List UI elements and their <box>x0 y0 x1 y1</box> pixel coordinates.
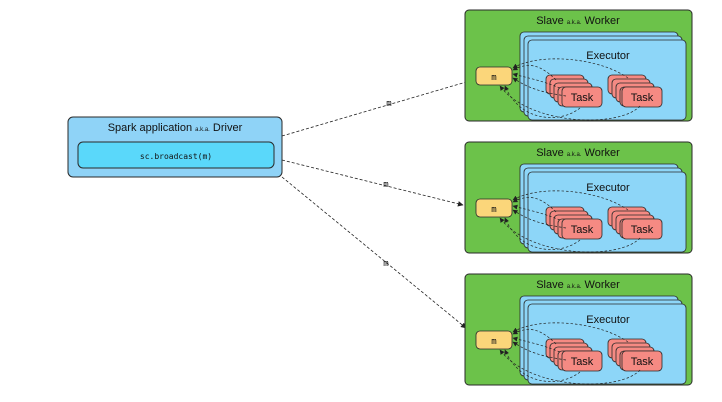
task-label: Task <box>631 224 654 236</box>
task-box <box>621 218 663 240</box>
edge-label-3: m <box>383 259 388 269</box>
edge-to-worker-1 <box>281 78 474 137</box>
worker-title: Slave a.k.a. Worker <box>536 279 620 291</box>
broadcast-var-box <box>475 66 513 86</box>
task-box <box>621 86 663 108</box>
task-box <box>621 350 663 372</box>
task-box <box>561 350 603 372</box>
worker-node: Slave a.k.a. Worker Executor Task Task m <box>464 9 693 122</box>
edge-labels: m m m <box>383 99 391 269</box>
task-label: Task <box>631 356 654 368</box>
task-label: Task <box>571 224 594 236</box>
task-label: Task <box>631 92 654 104</box>
worker-node: Slave a.k.a. Worker Executor Task Task m <box>464 141 693 254</box>
broadcast-var-box <box>475 198 513 218</box>
task-label: Task <box>571 356 594 368</box>
edge-label-2: m <box>383 180 388 190</box>
task-box <box>561 218 603 240</box>
worker-node: Slave a.k.a. Worker Executor Task Task m <box>464 273 693 386</box>
broadcast-var-box <box>475 330 513 350</box>
executor-label: Executor <box>586 314 630 326</box>
task-stack-2: Task <box>607 74 663 108</box>
executor-label: Executor <box>586 50 630 62</box>
edge-to-worker-2 <box>281 159 464 207</box>
edge-label-1: m <box>386 99 391 109</box>
executor-label: Executor <box>586 182 630 194</box>
broadcast-var-label: m <box>491 205 496 215</box>
task-to-var-links <box>499 322 641 385</box>
task-stack-2: Task <box>607 338 663 372</box>
broadcast-code-box <box>77 141 275 169</box>
broadcast-var-label: m <box>491 73 496 83</box>
driver-node: Spark application a.k.a. Driver sc.broad… <box>67 116 283 178</box>
worker-title: Slave a.k.a. Worker <box>536 15 620 27</box>
task-box <box>561 86 603 108</box>
broadcast-var-label: m <box>491 337 496 347</box>
task-label: Task <box>571 92 594 104</box>
task-to-var-links <box>499 58 641 121</box>
edge-to-worker-3 <box>281 176 467 329</box>
task-stack-1: Task <box>545 74 603 108</box>
broadcast-code: sc.broadcast(m) <box>140 152 212 161</box>
task-stack-2: Task <box>607 206 663 240</box>
worker-title: Slave a.k.a. Worker <box>536 147 620 159</box>
broadcast-edges <box>281 78 474 329</box>
driver-title: Spark application a.k.a. Driver <box>108 122 243 134</box>
task-to-var-links <box>499 190 641 253</box>
